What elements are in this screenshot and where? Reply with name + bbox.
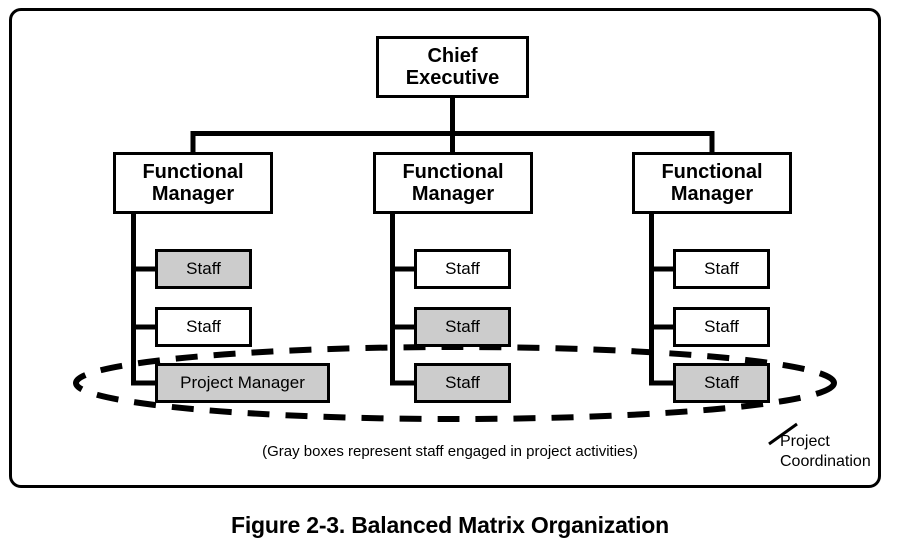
- node-staff-col2-row3-label: Staff: [445, 373, 480, 393]
- project-coordination-label-line1: Project: [780, 433, 830, 450]
- node-staff-col2-row2-label: Staff: [445, 317, 480, 337]
- node-project-manager-label: Project Manager: [180, 373, 305, 393]
- node-functional-manager-3-label: Functional Manager: [661, 160, 763, 205]
- node-chief-executive-label: Chief Executive: [405, 44, 500, 89]
- node-functional-manager-3[interactable]: Functional Manager: [632, 152, 792, 214]
- node-staff-col1-row2[interactable]: Staff: [155, 307, 252, 347]
- node-staff-col1-row1[interactable]: Staff: [155, 249, 252, 289]
- node-functional-manager-2-label: Functional Manager: [402, 160, 504, 205]
- project-coordination-label: Project Coordination: [780, 432, 890, 471]
- node-staff-col2-row1[interactable]: Staff: [414, 249, 511, 289]
- node-functional-manager-1-label: Functional Manager: [142, 160, 244, 205]
- figure-caption: Figure 2-3. Balanced Matrix Organization: [230, 512, 670, 538]
- node-staff-col3-row2-label: Staff: [704, 317, 739, 337]
- node-staff-col3-row2[interactable]: Staff: [673, 307, 770, 347]
- node-staff-col1-row1-label: Staff: [186, 259, 221, 279]
- node-staff-col2-row2[interactable]: Staff: [414, 307, 511, 347]
- node-chief-executive[interactable]: Chief Executive: [376, 36, 529, 98]
- legend-note: (Gray boxes represent staff engaged in p…: [262, 443, 638, 460]
- node-functional-manager-2[interactable]: Functional Manager: [373, 152, 533, 214]
- node-staff-col3-row1[interactable]: Staff: [673, 249, 770, 289]
- node-project-manager[interactable]: Project Manager: [155, 363, 330, 403]
- node-staff-col3-row3[interactable]: Staff: [673, 363, 770, 403]
- node-staff-col2-row3[interactable]: Staff: [414, 363, 511, 403]
- node-staff-col3-row1-label: Staff: [704, 259, 739, 279]
- node-functional-manager-1[interactable]: Functional Manager: [113, 152, 273, 214]
- node-staff-col1-row2-label: Staff: [186, 317, 221, 337]
- node-staff-col3-row3-label: Staff: [704, 373, 739, 393]
- node-staff-col2-row1-label: Staff: [445, 259, 480, 279]
- project-coordination-label-line2: Coordination: [780, 452, 871, 470]
